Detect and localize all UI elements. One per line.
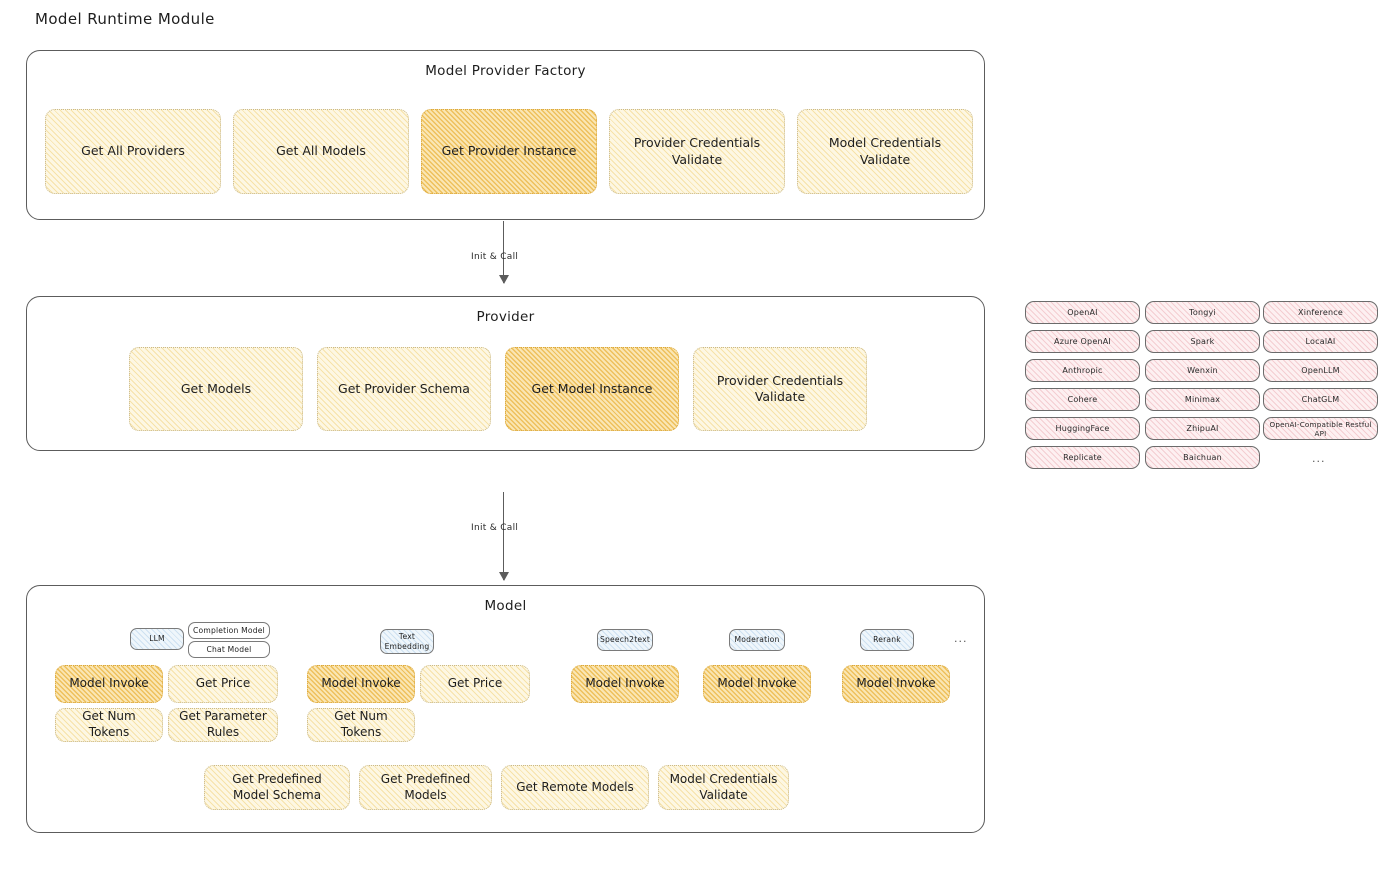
- provider-card: Provider Get Models Get Provider Schema …: [26, 296, 996, 462]
- model-type-badge-rerank[interactable]: Rerank: [860, 629, 914, 651]
- factory-node-model-credentials-validate[interactable]: Model Credentials Validate: [797, 109, 973, 194]
- model-llm-op-get-parameter-rules[interactable]: Get Parameter Rules: [168, 708, 278, 742]
- factory-node-get-all-providers[interactable]: Get All Providers: [45, 109, 221, 194]
- model-llm-op-get-price[interactable]: Get Price: [168, 665, 278, 703]
- model-common-op-get-remote-models[interactable]: Get Remote Models: [501, 765, 649, 810]
- model-type-badge-speech2text[interactable]: Speech2text: [597, 629, 653, 651]
- page-title: Model Runtime Module: [35, 10, 215, 28]
- provider-chip-cohere[interactable]: Cohere: [1025, 388, 1140, 411]
- model-embedding-op-model-invoke[interactable]: Model Invoke: [307, 665, 415, 703]
- provider-chip-minimax[interactable]: Minimax: [1145, 388, 1260, 411]
- provider-node-get-models[interactable]: Get Models: [129, 347, 303, 431]
- model-types-more: ...: [954, 632, 968, 645]
- model-type-badge-moderation[interactable]: Moderation: [729, 629, 785, 651]
- model-embedding-op-get-price[interactable]: Get Price: [420, 665, 530, 703]
- provider-chip-baichuan[interactable]: Baichuan: [1145, 446, 1260, 469]
- model-subtype-chat-model[interactable]: Chat Model: [188, 641, 270, 658]
- model-title: Model: [484, 598, 527, 614]
- provider-node-provider-credentials-validate[interactable]: Provider Credentials Validate: [693, 347, 867, 431]
- provider-chip-azure-openai[interactable]: Azure OpenAI: [1025, 330, 1140, 353]
- factory-node-get-provider-instance[interactable]: Get Provider Instance: [421, 109, 597, 194]
- model-card: Model LLM Completion Model Chat Model Mo…: [26, 585, 996, 844]
- provider-chip-xinference[interactable]: Xinference: [1263, 301, 1378, 324]
- provider-list-more: ...: [1312, 452, 1326, 465]
- factory-title: Model Provider Factory: [425, 63, 586, 79]
- provider-chip-wenxin[interactable]: Wenxin: [1145, 359, 1260, 382]
- arrow-shaft: [503, 221, 505, 283]
- factory-node-provider-credentials-validate[interactable]: Provider Credentials Validate: [609, 109, 785, 194]
- model-common-op-get-predefined-models[interactable]: Get Predefined Models: [359, 765, 492, 810]
- arrow-head: [498, 275, 509, 284]
- provider-node-get-provider-schema[interactable]: Get Provider Schema: [317, 347, 491, 431]
- model-type-badge-text-embedding[interactable]: Text Embedding: [380, 629, 434, 654]
- model-common-op-model-credentials-validate[interactable]: Model Credentials Validate: [658, 765, 789, 810]
- arrow-label-init-call-1: Init & Call: [471, 252, 519, 262]
- model-subtype-completion-model[interactable]: Completion Model: [188, 622, 270, 639]
- provider-chip-openai-compatible-restful-api[interactable]: OpenAI-Compatible Restful API: [1263, 417, 1378, 440]
- arrow-head: [498, 572, 509, 581]
- model-embedding-op-get-num-tokens[interactable]: Get Num Tokens: [307, 708, 415, 742]
- provider-chip-localai[interactable]: LocalAI: [1263, 330, 1378, 353]
- provider-chip-huggingface[interactable]: HuggingFace: [1025, 417, 1140, 440]
- provider-chip-anthropic[interactable]: Anthropic: [1025, 359, 1140, 382]
- arrow-label-init-call-2: Init & Call: [471, 523, 519, 533]
- model-type-badge-llm[interactable]: LLM: [130, 628, 184, 650]
- model-rerank-op-model-invoke[interactable]: Model Invoke: [842, 665, 950, 703]
- model-provider-factory-card: Model Provider Factory Get All Providers…: [26, 50, 985, 220]
- provider-node-get-model-instance[interactable]: Get Model Instance: [505, 347, 679, 431]
- model-moderation-op-model-invoke[interactable]: Model Invoke: [703, 665, 811, 703]
- model-common-op-get-predefined-model-schema[interactable]: Get Predefined Model Schema: [204, 765, 350, 810]
- provider-chip-openai[interactable]: OpenAI: [1025, 301, 1140, 324]
- model-speech-op-model-invoke[interactable]: Model Invoke: [571, 665, 679, 703]
- provider-chip-chatglm[interactable]: ChatGLM: [1263, 388, 1378, 411]
- factory-node-get-all-models[interactable]: Get All Models: [233, 109, 409, 194]
- provider-chip-zhipuai[interactable]: ZhipuAI: [1145, 417, 1260, 440]
- provider-chip-tongyi[interactable]: Tongyi: [1145, 301, 1260, 324]
- provider-chip-openllm[interactable]: OpenLLM: [1263, 359, 1378, 382]
- arrow-shaft: [503, 492, 505, 580]
- model-llm-op-get-num-tokens[interactable]: Get Num Tokens: [55, 708, 163, 742]
- model-llm-op-model-invoke[interactable]: Model Invoke: [55, 665, 163, 703]
- provider-title: Provider: [476, 309, 535, 325]
- provider-chip-spark[interactable]: Spark: [1145, 330, 1260, 353]
- provider-chip-replicate[interactable]: Replicate: [1025, 446, 1140, 469]
